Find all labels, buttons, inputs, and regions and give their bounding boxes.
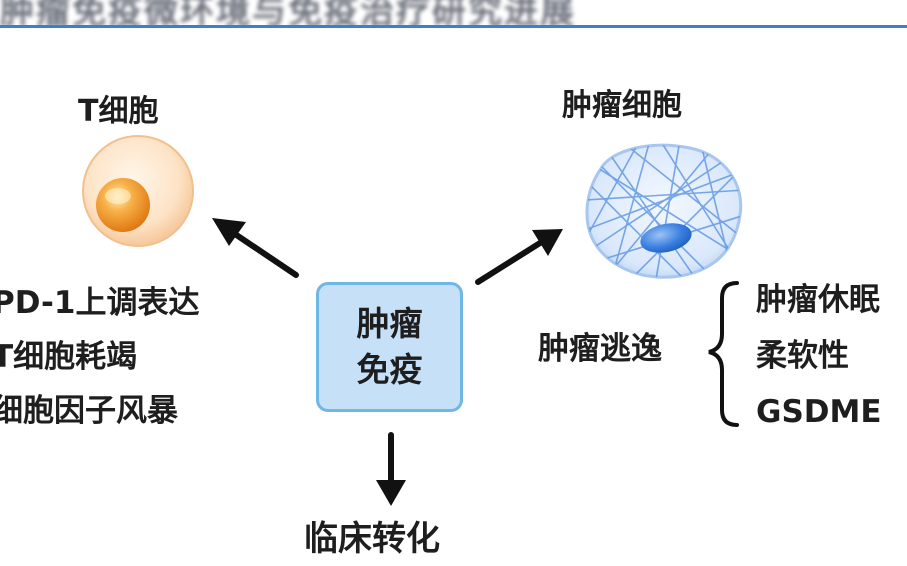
tumor-mechanism-item: 肿瘤休眠	[756, 282, 880, 318]
t-cell-effects-list: PD-1上调表达 T细胞耗竭 细胞因子风暴	[0, 276, 199, 438]
center-label-line2: 免疫	[356, 350, 423, 389]
arrow-to-t-cell	[212, 218, 299, 278]
center-label-line1: 肿瘤	[356, 304, 423, 343]
header-title: 肿瘤免疫微环境与免疫治疗研究进展	[0, 0, 576, 26]
header-rule	[0, 25, 907, 28]
tumor-cell-icon	[585, 143, 743, 279]
curly-brace	[708, 281, 739, 427]
t-cell-effect-item: 细胞因子风暴	[0, 393, 178, 429]
tumor-mechanism-item: GSDME	[756, 394, 882, 430]
arrow-to-tumor-cell	[475, 229, 563, 285]
header-strip: 肿瘤免疫微环境与免疫治疗研究进展	[0, 0, 907, 26]
t-cell-effect-item: T细胞耗竭	[0, 339, 138, 375]
t-cell-icon	[82, 135, 194, 247]
tumor-mechanisms-list: 肿瘤休眠 柔软性 GSDME	[756, 272, 882, 440]
tumor-mechanism-item: 柔软性	[756, 338, 849, 374]
t-cell-label: T细胞	[78, 94, 159, 129]
tumor-escape-label: 肿瘤逃逸	[538, 331, 662, 367]
clinical-translation-label: 临床转化	[304, 519, 440, 559]
t-cell-effect-item: PD-1上调表达	[0, 285, 200, 321]
tumor-cell-label: 肿瘤细胞	[562, 88, 682, 123]
arrow-to-clinical	[376, 432, 406, 506]
center-tumor-immunity-box: 肿瘤 免疫	[316, 282, 463, 412]
